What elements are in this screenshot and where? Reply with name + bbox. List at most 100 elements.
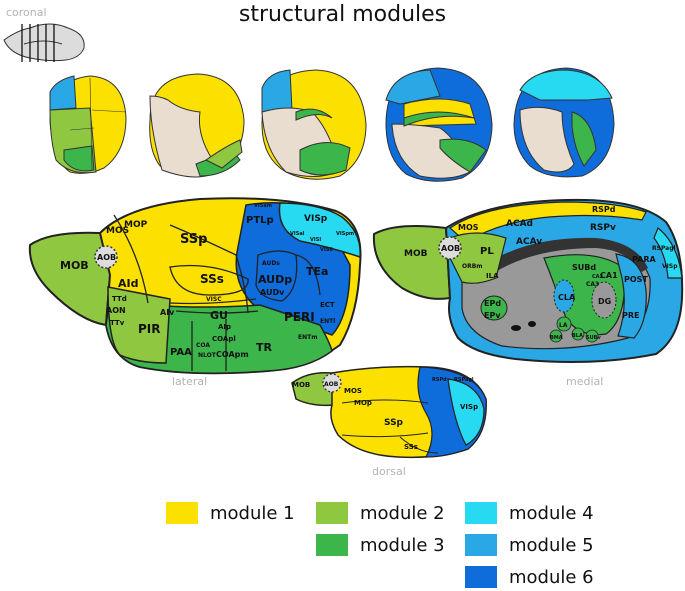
coronal-section-3 xyxy=(261,69,367,180)
legend-swatch-module4 xyxy=(465,502,497,524)
legend-item-module1: module 1 xyxy=(166,502,295,524)
medial-corpus-callosum xyxy=(470,237,648,284)
lateral-label-ect: ECT xyxy=(320,301,335,309)
lateral-view: MOB AOB MOS MOP SSp SSs AId TTd AON TTv … xyxy=(28,197,362,375)
lateral-label-coa: COA xyxy=(196,342,210,349)
medial-label-acad: ACAd xyxy=(506,219,533,229)
dorsal-label-visp: VISp xyxy=(460,403,478,411)
legend-label-module1: module 1 xyxy=(210,502,295,524)
lateral-module2-region xyxy=(107,286,171,364)
medial-label-bma: BMA xyxy=(550,335,563,341)
lateral-label-ttd: TTd xyxy=(112,295,127,303)
legend-item-module2: module 2 xyxy=(316,502,445,524)
coronal-section-1 xyxy=(49,75,127,174)
medial-label-visp: VISp xyxy=(662,263,678,270)
lateral-label-coapm: COApm xyxy=(216,350,249,359)
lateral-label-aiv: AIv xyxy=(160,308,175,317)
legend-item-module3: module 3 xyxy=(316,534,445,556)
medial-label-ca1: CA1 xyxy=(600,271,618,280)
dorsal-label-sss: SSs xyxy=(404,443,418,451)
lateral-label-pir: PIR xyxy=(138,322,161,336)
medial-label-acav: ACAv xyxy=(516,237,542,247)
lateral-label-aon: AON xyxy=(106,306,126,315)
lateral-label-tea: TEa xyxy=(306,265,328,278)
medial-label-subd: SUBd xyxy=(572,263,596,272)
legend-label-module5: module 5 xyxy=(509,534,594,556)
medial-view-label: medial xyxy=(566,375,604,388)
medial-label-cla: CLA xyxy=(558,293,576,302)
coronal-sections xyxy=(3,23,615,182)
lateral-label-mos: MOS xyxy=(106,226,129,236)
dorsal-label-mos: MOS xyxy=(344,387,362,395)
lateral-label-gu: GU xyxy=(210,309,228,322)
coronal-section-5 xyxy=(513,67,615,178)
lateral-label-ttv: TTv xyxy=(110,319,125,327)
lateral-label-mob: MOB xyxy=(60,259,89,272)
coronal-view-label: coronal xyxy=(6,6,47,19)
legend-label-module4: module 4 xyxy=(509,502,594,524)
lateral-label-visli: VISli xyxy=(320,247,333,253)
lateral-label-vispm: VISpm xyxy=(336,231,354,237)
lateral-label-auds: AUDs xyxy=(262,260,280,267)
dorsal-label-mop: MOp xyxy=(354,399,372,407)
dorsal-view-label: dorsal xyxy=(372,465,406,478)
legend-swatch-module5 xyxy=(465,534,497,556)
medial-dg-marker xyxy=(591,281,617,319)
dorsal-view: MOB AOB MOS MOp SSp SSs VISp RSPd RSPagl xyxy=(291,365,487,459)
medial-post-region xyxy=(615,253,647,339)
lateral-label-visl: VISl xyxy=(310,237,321,243)
lateral-label-ptlp: PTLp xyxy=(246,215,274,226)
lateral-label-coapl: COApl xyxy=(212,335,236,343)
legend-swatch-module1 xyxy=(166,502,198,524)
dorsal-label-rspd: RSPd xyxy=(432,377,447,383)
lateral-label-visal: VISal xyxy=(290,231,305,237)
lateral-label-mop: MOP xyxy=(124,220,148,230)
medial-label-ila: ILA xyxy=(486,272,499,280)
medial-label-subv: SUBv xyxy=(586,335,601,341)
medial-label-bla: BLA xyxy=(572,333,583,339)
medial-label-mos: MOS xyxy=(458,223,479,232)
medial-label-orbm: ORBm xyxy=(462,263,483,270)
lateral-label-visc: VISC xyxy=(206,296,222,303)
medial-label-la: LA xyxy=(559,322,568,329)
legend-item-module4: module 4 xyxy=(465,502,594,524)
dorsal-label-mob: MOB xyxy=(292,381,310,389)
legend-swatch-module3 xyxy=(316,534,348,556)
dorsal-module4-region xyxy=(447,378,485,446)
medial-label-pl: PL xyxy=(480,246,494,257)
medial-label-epd: EPd xyxy=(484,299,501,308)
lateral-module4-region xyxy=(278,202,361,259)
legend-swatch-module6 xyxy=(465,566,497,588)
medial-label-rspagl: RSPagl xyxy=(652,245,676,252)
dorsal-label-rspagl: RSPagl xyxy=(454,377,474,383)
medial-label-rspv: RSPv xyxy=(590,223,616,233)
lateral-label-visp: VISp xyxy=(304,214,328,224)
legend-label-module3: module 3 xyxy=(360,534,445,556)
lateral-label-nlot: NLOT xyxy=(198,352,217,359)
legend-item-module5: module 5 xyxy=(465,534,594,556)
coronal-section-2 xyxy=(149,73,245,178)
medial-aob-marker xyxy=(438,236,462,260)
lateral-view-label: lateral xyxy=(172,375,208,388)
mini-brain-icon xyxy=(3,23,85,62)
lateral-label-peri: PERI xyxy=(284,310,315,324)
medial-cla-marker xyxy=(553,279,575,313)
lateral-label-entl: ENTl xyxy=(320,318,335,325)
medial-label-dg: DG xyxy=(598,297,611,306)
medial-view: MOB AOB MOS ACAd ACAv PL ILA ORBm RSPd R… xyxy=(372,198,684,363)
lateral-aob-marker xyxy=(94,245,118,269)
lateral-label-aip: AIp xyxy=(218,323,231,331)
medial-module4-region xyxy=(653,227,683,279)
medial-label-rspd: RSPd xyxy=(592,205,616,214)
lateral-label-visam: VISam xyxy=(254,203,272,209)
lateral-label-tr: TR xyxy=(256,341,273,354)
medial-label-ca2: CA2 xyxy=(592,274,604,280)
lateral-label-aid: AId xyxy=(118,277,138,290)
lateral-label-ssp: SSp xyxy=(180,232,207,247)
medial-label-aob: AOB xyxy=(441,244,460,253)
lateral-label-paa: PAA xyxy=(170,347,192,358)
medial-module2-region xyxy=(449,232,507,284)
legend-label-module6: module 6 xyxy=(509,566,594,588)
lateral-label-audp: AUDp xyxy=(258,273,292,286)
legend-item-module6: module 6 xyxy=(465,566,594,588)
